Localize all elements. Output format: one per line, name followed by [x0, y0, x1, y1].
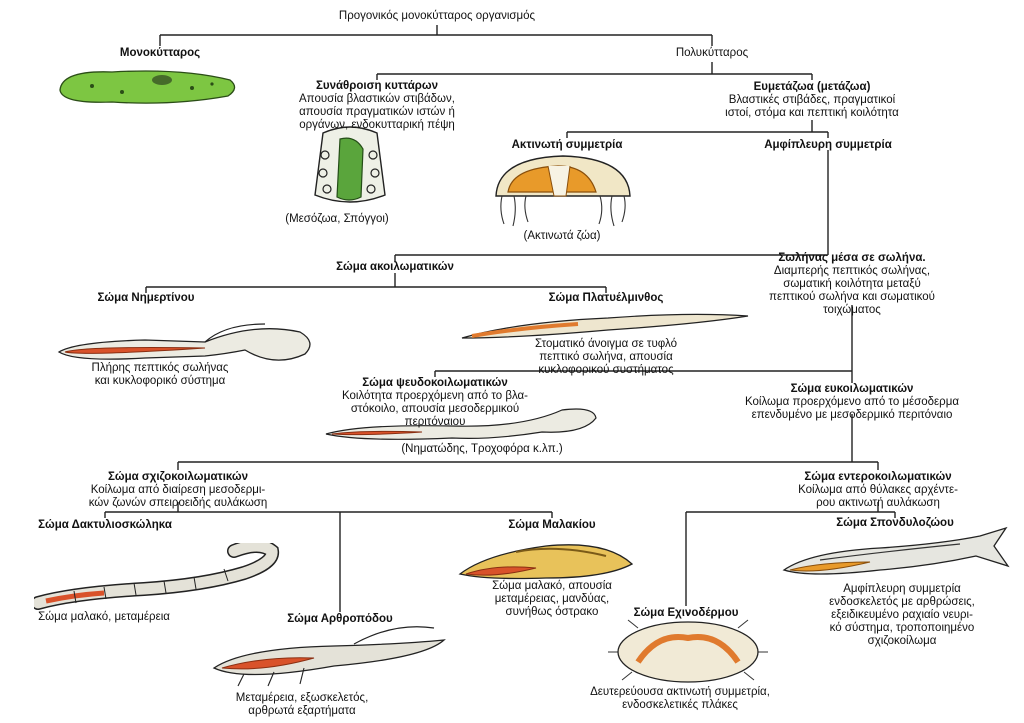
multicellular-label: Πολυκύτταρος [675, 47, 749, 59]
pseudocoelomate-desc-line: περιτόναιου [404, 416, 466, 428]
pseudocoelomate-desc-line: στόκοιλο, απουσία μεσοδερμικού [350, 403, 520, 415]
flatworm-title: Σώμα Πλατυέλμινθος [548, 292, 664, 304]
flatworm-illustration [461, 313, 749, 339]
echinoderm-illustration [608, 612, 768, 683]
nemertean-illustration [57, 323, 311, 361]
tube-desc-line: σωματική κοιλότητα μεταξύ [783, 278, 921, 290]
nematode-illustration [325, 408, 597, 440]
annelid-title: Σώμα Δακτυλιοσκώληκα [38, 519, 172, 531]
vertebrate-desc-line: ενδοσκελετός με αρθρώσεις, [829, 596, 975, 608]
root-label: Προγονικός μονοκύτταρος οργανισμός [338, 10, 536, 22]
enterocoelomate-title: Σώμα εντεροκοιλωματικών [804, 471, 952, 483]
tube-title: Σωλήνας μέσα σε σωλήνα. [778, 252, 926, 264]
nemertean-desc-line: και κυκλοφορικό σύστημα [94, 375, 226, 387]
arthropod-title: Σώμα Αρθροπόδου [287, 613, 393, 625]
arthropod-desc-line: αρθρωτά εξαρτήματα [248, 705, 356, 717]
schizocoelomate-desc-line: κών ζωνών σπειροειδής αυλάκωση [88, 497, 268, 509]
aggregation-desc-line: απουσία πραγματικών ιστών ή [299, 106, 455, 118]
tube-desc-line: τοιχώματος [823, 304, 881, 316]
vertebrate-illustration [782, 526, 1010, 575]
acoelomate-title: Σώμα ακοιλωματικών [336, 261, 454, 273]
arthropod-desc-line: Μεταμέρεια, εξωσκελετός, [235, 692, 369, 704]
nemertean-title: Σώμα Νημερτίνου [97, 292, 195, 304]
vertebrate-desc-line: σχιζοκοίλωμα [867, 635, 937, 647]
tube-desc-line: Διαμπερής πεπτικός σωλήνας, [773, 265, 931, 277]
eucoelomate-desc-line: Κοίλωμα προερχόμενο από το μέσοδερμα [745, 396, 959, 408]
echinoderm-desc-line: ενδοσκελετικές πλάκες [622, 699, 738, 711]
mollusc-desc-line: Σώμα μαλακό, απουσία [492, 580, 612, 592]
enterocoelomate-desc-line: Κοίλωμα από θύλακες αρχέντε- [798, 484, 958, 496]
aggregation-desc-line: οργάνων, ενδοκυτταρική πέψη [299, 119, 455, 131]
paramecium-illustration [59, 70, 236, 104]
annelid-illustration [34, 543, 280, 610]
unicellular-label: Μονοκύτταρος [119, 47, 201, 59]
jellyfish-illustration [495, 155, 631, 227]
aggregation-title: Συνάθροιση κυττάρων [315, 80, 439, 92]
eucoelomate-desc-line: επενδυμένο με μεσοδερμικό περιτόναιο [751, 409, 953, 421]
aggregation-example: (Μεσόζωα, Σπόγγοι) [285, 213, 389, 225]
aggregation-desc-line: Απουσία βλαστικών στιβάδων, [299, 93, 455, 105]
enterocoelomate-desc-line: ρου ακτινωτή αυλάκωση [816, 497, 940, 509]
eucoelomate-title: Σώμα ευκοιλωματικών [790, 383, 914, 395]
flatworm-desc-line: κυκλοφορικού συστήματος [538, 364, 674, 376]
schizocoelomate-title: Σώμα σχιζοκοιλωματικών [107, 471, 249, 483]
mollusc-desc-line: μεταμέρειας, μανδύας, [494, 593, 610, 605]
vertebrate-desc-line: εξειδικευμένο ραχιαίο νευρι- [831, 609, 973, 621]
sponge-illustration [314, 126, 386, 203]
echinoderm-title: Σώμα Εχινοδέρμου [633, 607, 739, 619]
schizocoelomate-desc-line: Κοίλωμα από διαίρεση μεσοδερμι- [90, 484, 266, 496]
flatworm-desc-line: πεπτικό σωλήνα, απουσία [539, 351, 673, 363]
radial-example: (Ακτινωτά ζώα) [523, 230, 601, 242]
eumetazoa-desc-line: Βλαστικές στιβάδες, πραγματικοί [728, 94, 896, 106]
mollusc-illustration [458, 544, 634, 580]
pseudocoelomate-example: (Νηματώδης, Τροχοφόρα κ.λπ.) [401, 443, 563, 455]
vertebrate-title: Σώμα Σπονδυλοζώου [836, 517, 954, 529]
eumetazoa-title: Ευμετάζωα (μετάζωα) [753, 81, 871, 93]
nemertean-desc-line: Πλήρης πεπτικός σωλήνας [91, 362, 229, 374]
arthropod-illustration [212, 626, 446, 687]
annelid-desc-line: Σώμα μαλακό, μεταμέρεια [38, 611, 170, 623]
pseudocoelomate-title: Σώμα ψευδοκοιλωματικών [362, 377, 508, 389]
flatworm-desc-line: Στοματικό άνοιγμα σε τυφλό [535, 338, 677, 350]
eumetazoa-desc-line: ιστοί, στόμα και πεπτική κοιλότητα [725, 107, 899, 119]
mollusc-desc-line: συνήθως όστρακο [505, 606, 599, 618]
radial-title: Ακτινωτή συμμετρία [511, 139, 623, 151]
vertebrate-desc-line: κό σύστημα, τροποποιημένο [829, 622, 975, 634]
tube-desc-line: πεπτικού σωλήνα και σωματικού [769, 291, 935, 303]
echinoderm-desc-line: Δευτερεύουσα ακτινωτή συμμετρία, [590, 686, 770, 698]
mollusc-title: Σώμα Μαλακίου [508, 519, 596, 531]
pseudocoelomate-desc-line: Κοιλότητα προερχόμενη από το βλα- [341, 390, 529, 402]
vertebrate-desc-line: Αμφίπλευρη συμμετρία [843, 583, 961, 595]
bilateral-title: Αμφίπλευρη συμμετρία [764, 139, 892, 151]
